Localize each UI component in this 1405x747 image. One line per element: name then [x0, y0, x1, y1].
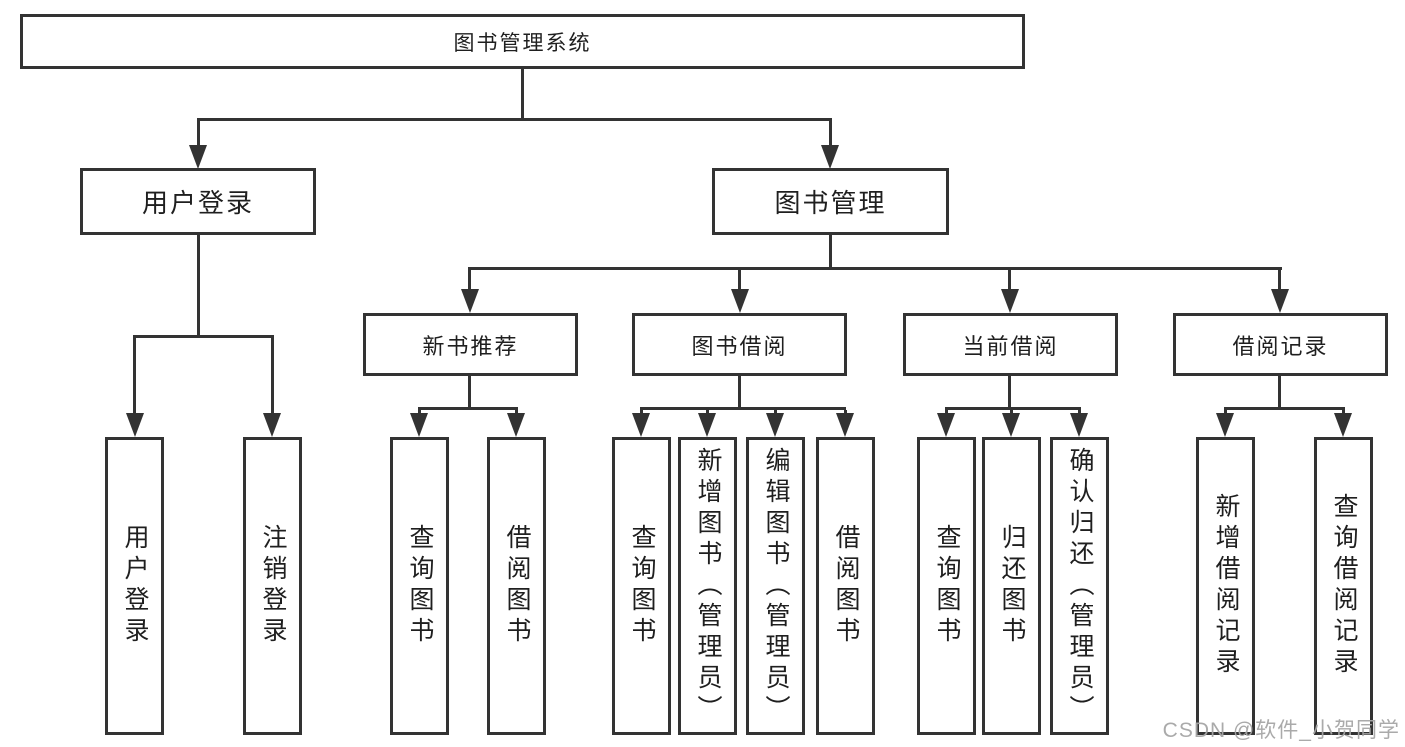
connector-line: [1224, 407, 1345, 410]
node-root: 图书管理系统: [20, 14, 1025, 69]
connector-line: [521, 69, 524, 121]
connector-line: [468, 376, 471, 410]
leaf-borrowing-add-label: 新增图书（管理员）: [694, 446, 722, 726]
connector-line: [1008, 270, 1011, 290]
leaf-logout-label: 注销登录: [259, 524, 287, 648]
csdn-watermark: CSDN @软件_小贺同学: [1162, 719, 1400, 742]
leaf-borrowing-add: 新增图书（管理员）: [678, 437, 737, 735]
arrowhead-down-icon: [731, 289, 749, 313]
leaf-user-login: 用户登录: [105, 437, 164, 735]
node-new-books-label: 新书推荐: [422, 333, 519, 359]
leaf-newbooks-borrow: 借阅图书: [487, 437, 546, 735]
leaf-borrowing-query-label: 查询图书: [628, 524, 656, 648]
connector-line: [418, 410, 421, 414]
node-new-books: 新书推荐: [363, 313, 578, 376]
arrowhead-down-icon: [189, 145, 207, 169]
connector-line: [515, 410, 518, 414]
node-borrowing-records-label: 借阅记录: [1232, 333, 1329, 359]
arrowhead-down-icon: [126, 413, 144, 437]
leaf-current-return-label: 归还图书: [998, 524, 1026, 648]
connector-line: [1078, 410, 1081, 414]
arrowhead-down-icon: [632, 413, 650, 437]
arrowhead-down-icon: [410, 413, 428, 437]
connector-line: [197, 121, 200, 146]
connector-line: [706, 410, 709, 414]
node-current-borrowing-label: 当前借阅: [962, 333, 1059, 359]
connector-line: [1278, 376, 1281, 410]
connector-line: [468, 270, 471, 290]
arrowhead-down-icon: [1070, 413, 1088, 437]
arrowhead-down-icon: [766, 413, 784, 437]
leaf-current-confirm-return-label: 确认归还（管理员）: [1066, 446, 1094, 726]
node-book-borrowing: 图书借阅: [632, 313, 847, 376]
leaf-records-query-label: 查询借阅记录: [1330, 493, 1358, 679]
arrowhead-down-icon: [698, 413, 716, 437]
connector-line: [418, 407, 518, 410]
arrowhead-down-icon: [461, 289, 479, 313]
node-book-borrowing-label: 图书借阅: [691, 333, 788, 359]
leaf-borrowing-edit: 编辑图书（管理员）: [746, 437, 805, 735]
arrowhead-down-icon: [1002, 413, 1020, 437]
connector-line: [829, 121, 832, 146]
arrowhead-down-icon: [836, 413, 854, 437]
connector-line: [197, 235, 200, 338]
leaf-borrowing-edit-label: 编辑图书（管理员）: [762, 446, 790, 726]
arrowhead-down-icon: [263, 413, 281, 437]
connector-line: [738, 376, 741, 410]
leaf-records-add-label: 新增借阅记录: [1212, 493, 1240, 679]
leaf-current-query: 查询图书: [917, 437, 976, 735]
leaf-newbooks-borrow-label: 借阅图书: [503, 524, 531, 648]
node-book-management-label: 图书管理: [774, 188, 887, 218]
leaf-borrowing-borrow-label: 借阅图书: [832, 524, 860, 648]
connector-line: [640, 407, 846, 410]
leaf-newbooks-query: 查询图书: [390, 437, 449, 735]
connector-line: [1008, 376, 1011, 410]
leaf-borrowing-query: 查询图书: [612, 437, 671, 735]
connector-line: [468, 267, 1282, 270]
connector-line: [133, 338, 136, 414]
connector-line: [1224, 410, 1227, 414]
leaf-user-login-label: 用户登录: [121, 524, 149, 648]
leaf-current-query-label: 查询图书: [933, 524, 961, 648]
connector-line: [844, 410, 847, 414]
leaf-logout: 注销登录: [243, 437, 302, 735]
arrowhead-down-icon: [507, 413, 525, 437]
leaf-newbooks-query-label: 查询图书: [406, 524, 434, 648]
connector-line: [197, 118, 832, 121]
leaf-current-confirm-return: 确认归还（管理员）: [1050, 437, 1109, 735]
node-borrowing-records: 借阅记录: [1173, 313, 1388, 376]
leaf-records-add: 新增借阅记录: [1196, 437, 1255, 735]
connector-line: [271, 338, 274, 414]
arrowhead-down-icon: [1271, 289, 1289, 313]
connector-line: [1278, 270, 1281, 290]
leaf-borrowing-borrow: 借阅图书: [816, 437, 875, 735]
connector-line: [738, 270, 741, 290]
arrowhead-down-icon: [1216, 413, 1234, 437]
arrowhead-down-icon: [937, 413, 955, 437]
leaf-current-return: 归还图书: [982, 437, 1041, 735]
connector-line: [133, 335, 274, 338]
connector-line: [1010, 410, 1013, 414]
leaf-records-query: 查询借阅记录: [1314, 437, 1373, 735]
node-user-login: 用户登录: [80, 168, 316, 235]
connector-line: [774, 410, 777, 414]
arrowhead-down-icon: [821, 145, 839, 169]
node-book-management: 图书管理: [712, 168, 949, 235]
node-current-borrowing: 当前借阅: [903, 313, 1118, 376]
arrowhead-down-icon: [1334, 413, 1352, 437]
node-root-label: 图书管理系统: [453, 31, 592, 55]
connector-line: [945, 410, 948, 414]
node-user-login-label: 用户登录: [141, 188, 254, 218]
connector-line: [640, 410, 643, 414]
connector-line: [829, 235, 832, 270]
connector-line: [1342, 410, 1345, 414]
arrowhead-down-icon: [1001, 289, 1019, 313]
connector-line: [945, 407, 1081, 410]
